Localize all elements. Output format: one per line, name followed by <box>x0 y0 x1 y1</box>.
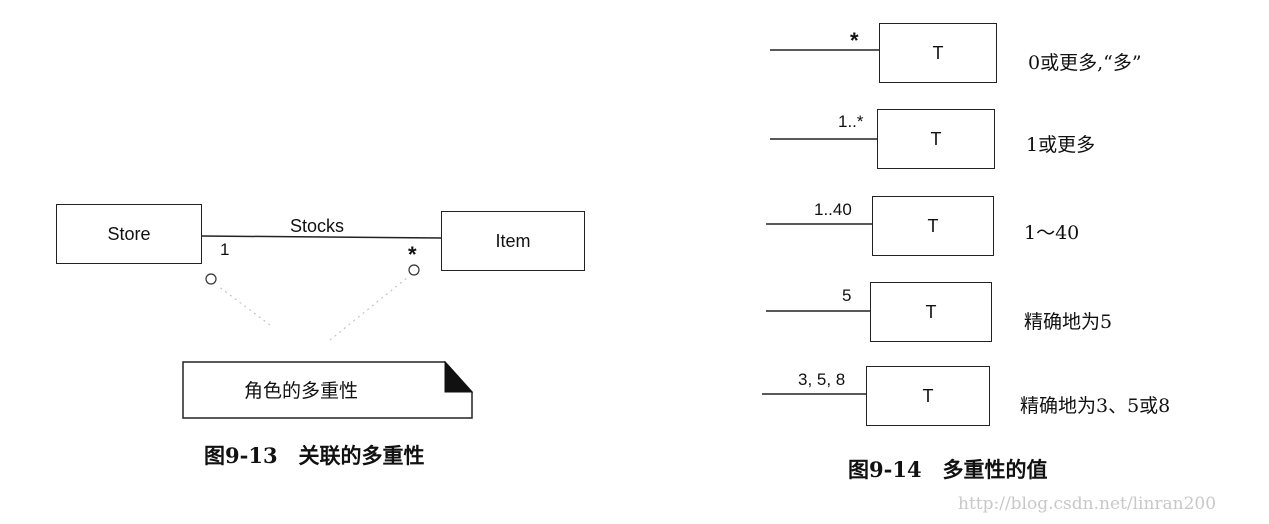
multiplicity-left: 1 <box>220 240 230 259</box>
row-3-multiplicity: 1..40 <box>814 200 852 219</box>
class-store-label: Store <box>107 223 151 244</box>
row-5-description: 精确地为3、5或8 <box>1020 395 1171 417</box>
figure-9-14-caption: 图9-14 多重性的值 <box>848 457 1048 482</box>
note-shape <box>182 361 473 419</box>
row-1-class-label: T <box>932 42 944 63</box>
row-5-multiplicity: 3, 5, 8 <box>798 370 846 389</box>
class-item-label: Item <box>495 230 531 251</box>
class-item: Item <box>441 211 585 271</box>
role-circle-right <box>408 264 420 276</box>
row-5-class: T <box>866 366 990 426</box>
row-1-description: 0或更多,“多” <box>1028 52 1142 74</box>
row-1-class: T <box>879 23 997 83</box>
row-4-multiplicity: 5 <box>842 286 852 305</box>
watermark-url: http://blog.csdn.net/linran200 <box>958 494 1217 514</box>
note-text: 角色的多重性 <box>244 380 359 402</box>
row-3-class: T <box>872 196 994 256</box>
row-3-description: 1～40 <box>1024 222 1080 244</box>
note-leader-right <box>329 276 409 341</box>
row-5-class-label: T <box>922 385 934 406</box>
note-fold-icon <box>444 360 474 393</box>
class-store: Store <box>56 204 202 264</box>
association-name: Stocks <box>290 216 345 236</box>
row-4-class: T <box>870 282 992 342</box>
row-1-multiplicity: * <box>850 28 859 53</box>
row-3-class-label: T <box>927 215 939 236</box>
row-2-multiplicity: 1..* <box>838 112 864 131</box>
figure-9-13-caption: 图9-13 关联的多重性 <box>204 443 425 468</box>
row-4-description: 精确地为5 <box>1024 311 1113 333</box>
row-2-description: 1或更多 <box>1026 134 1096 156</box>
multiplicity-right: * <box>408 242 417 267</box>
note-leader-left <box>217 285 271 326</box>
stocks-association-line <box>201 235 442 239</box>
row-2-class: T <box>877 109 995 169</box>
row-2-class-label: T <box>930 128 942 149</box>
role-circle-left <box>205 273 217 285</box>
row-4-class-label: T <box>925 301 937 322</box>
